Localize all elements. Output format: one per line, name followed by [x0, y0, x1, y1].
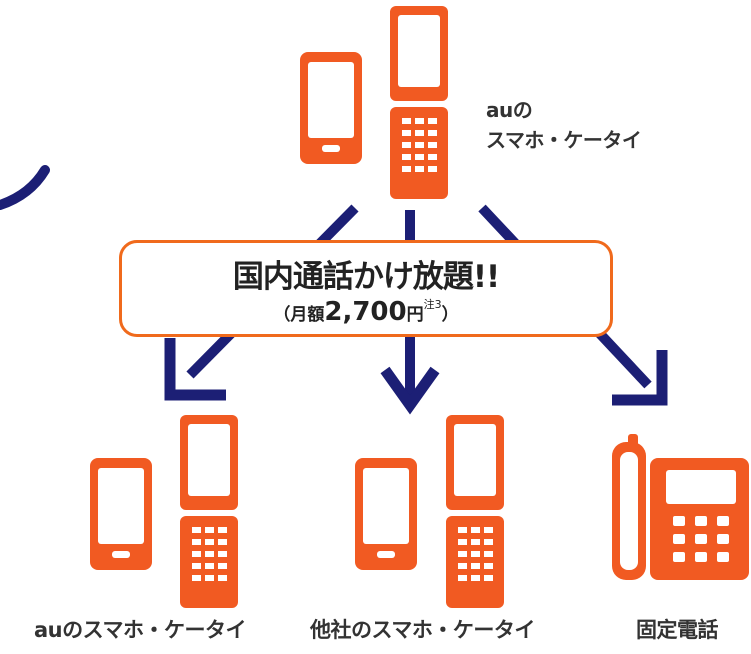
- price-unit: 円: [406, 305, 424, 325]
- price-open: （月額: [273, 305, 325, 325]
- top-device-label: auの スマホ・ケータイ: [486, 95, 642, 155]
- price-amount: 2,700: [324, 297, 407, 327]
- flip-phone-icon: [180, 415, 238, 608]
- landline-phone-icon: [612, 434, 749, 580]
- top-device-label-line1: auの: [486, 98, 533, 122]
- smartphone-icon: [300, 52, 362, 164]
- target-label-landline: 固定電話: [636, 618, 719, 642]
- price-close: ）: [441, 305, 459, 325]
- banner-price: （月額2,700円注3）: [122, 296, 610, 327]
- target-label-au: auのスマホ・ケータイ: [34, 618, 247, 642]
- flip-phone-icon: [390, 6, 448, 199]
- top-device-label-line2: スマホ・ケータイ: [486, 128, 642, 152]
- partial-curve-arrow: [0, 165, 50, 210]
- unlimited-calls-banner: 国内通話かけ放題!! （月額2,700円注3）: [119, 240, 613, 337]
- note-ref: 注3: [423, 298, 442, 311]
- smartphone-icon: [355, 458, 417, 570]
- banner-title: 国内通話かけ放題!!: [232, 259, 500, 295]
- smartphone-icon: [90, 458, 152, 570]
- target-label-other-carrier: 他社のスマホ・ケータイ: [310, 618, 535, 642]
- flip-phone-icon: [446, 415, 504, 608]
